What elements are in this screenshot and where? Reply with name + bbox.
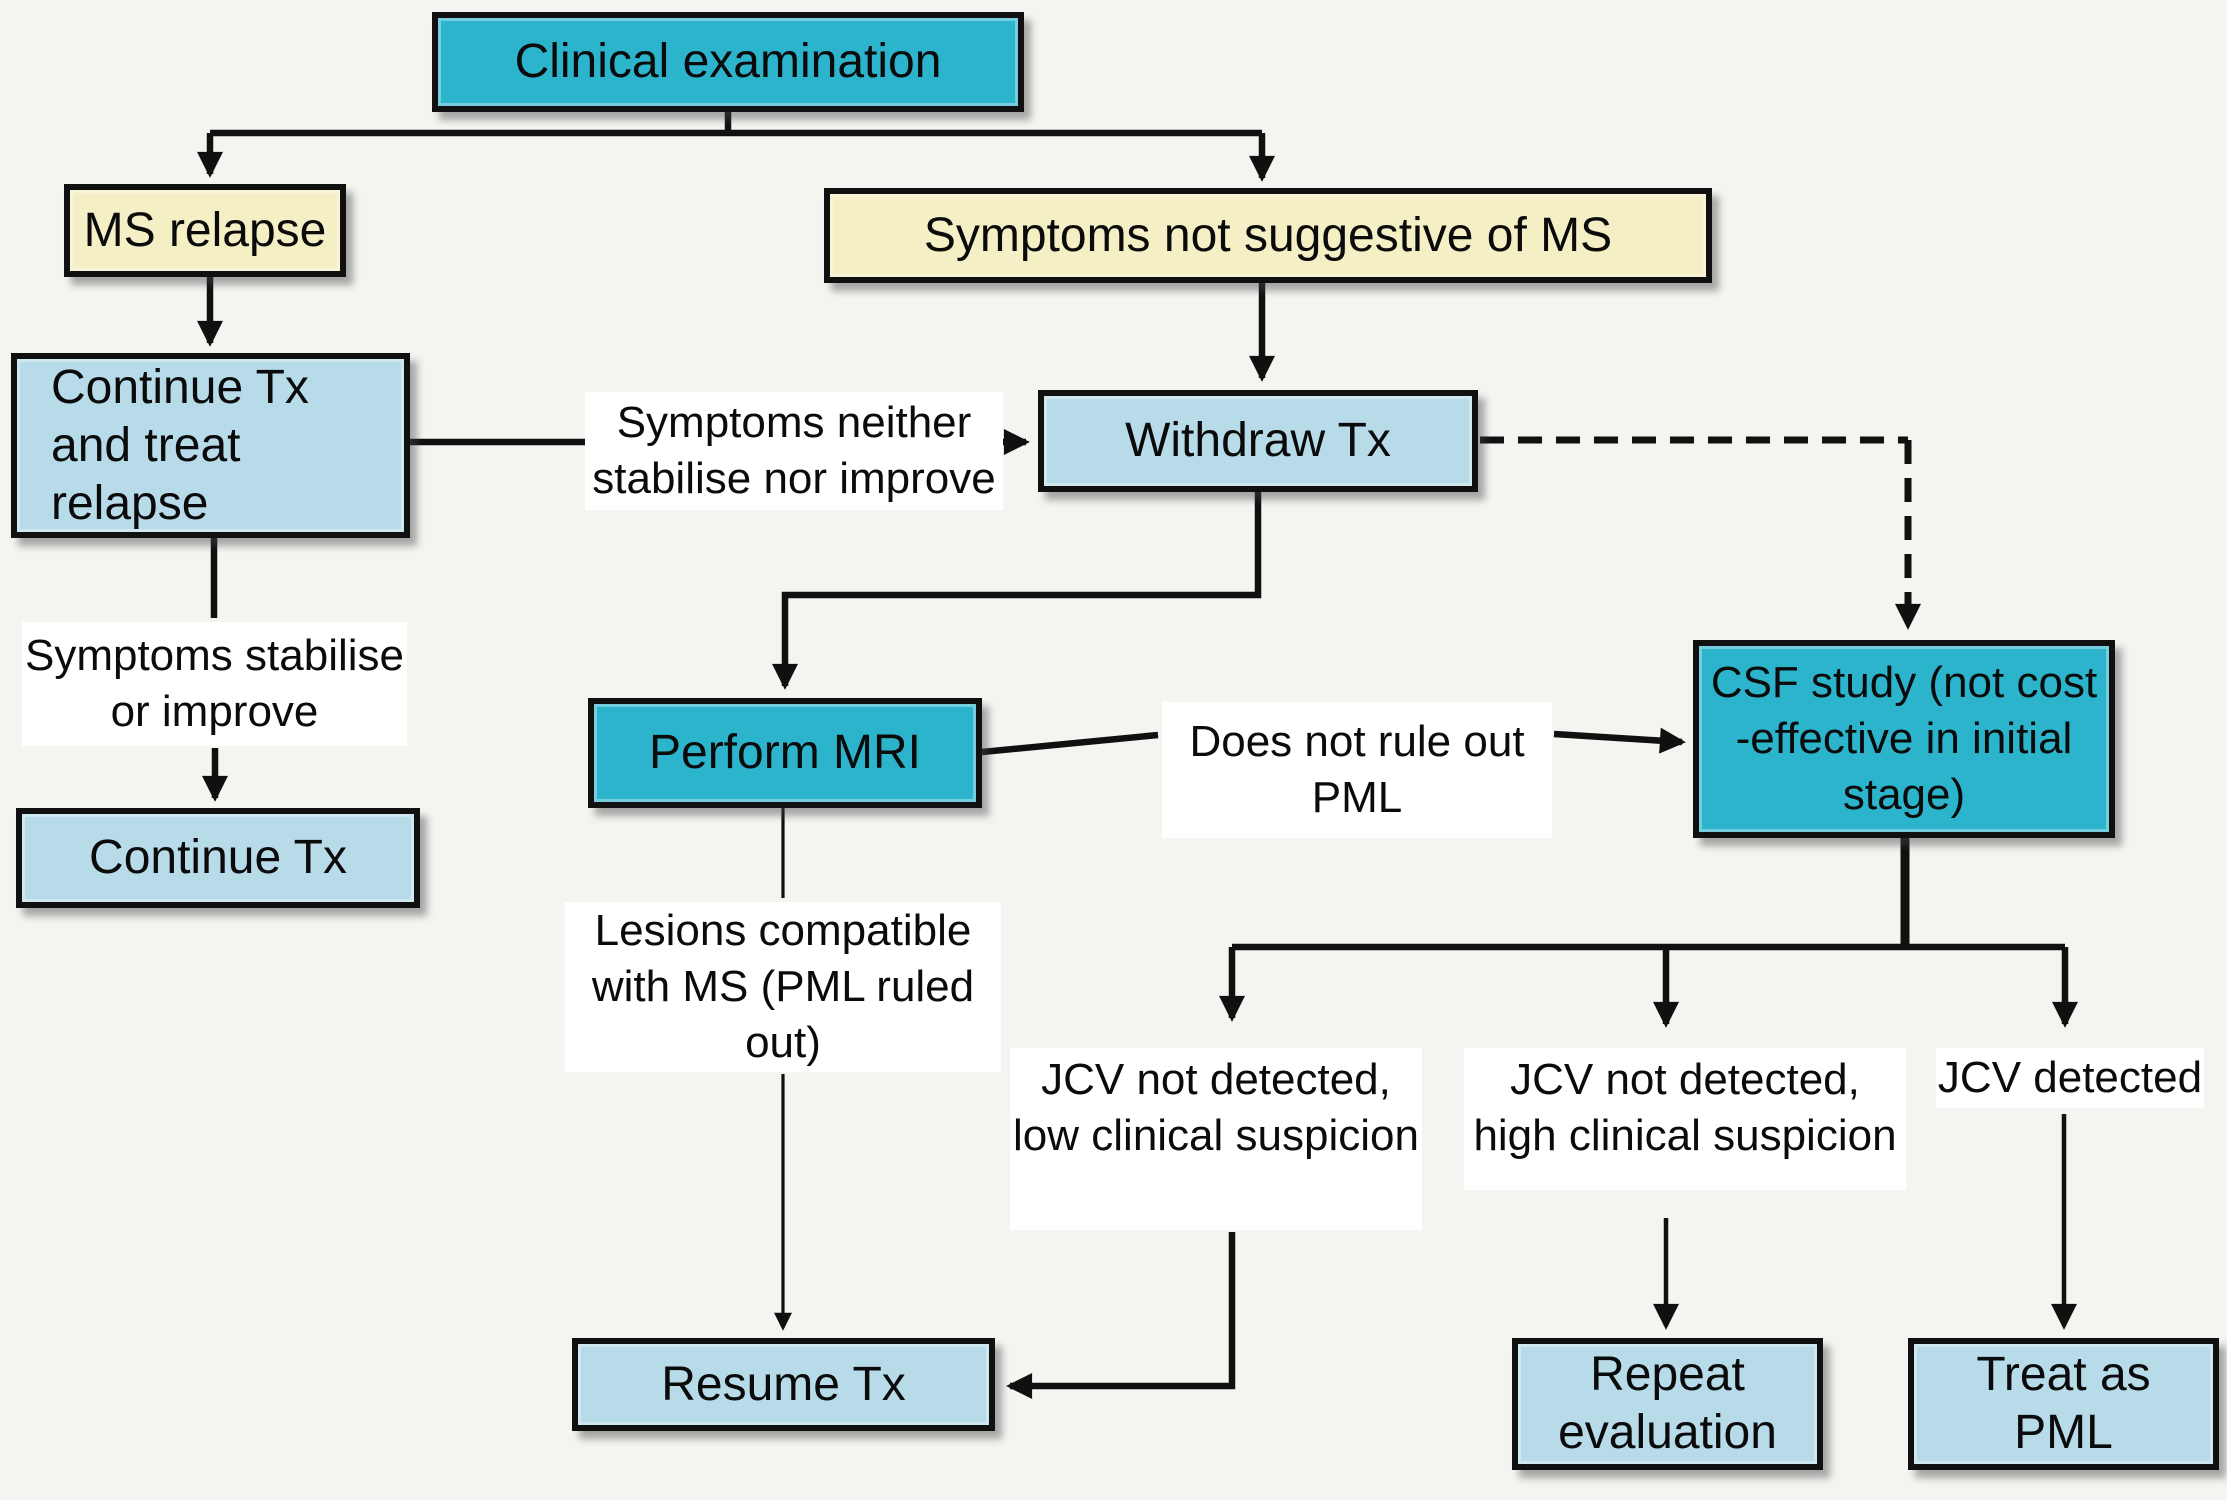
edge-label-csf [1553,727,1686,754]
label-jcv-detected: JCV detected [1936,1048,2204,1108]
node-withdraw-tx: Withdraw Tx [1038,390,1478,492]
node-resume-tx: Resume Tx [572,1338,995,1431]
node-treat-as-pml: Treat as PML [1908,1338,2219,1470]
node-csf-study: CSF study (not cost -effective in initia… [1693,640,2115,838]
edge-mri-label [981,731,1159,756]
edge-withdraw-mri [772,490,1262,690]
node-symptoms-not-suggestive: Symptoms not suggestive of MS [824,188,1712,283]
node-perform-mri: Perform MRI [588,698,982,808]
label-symptoms-stabilise: Symptoms stabilise or improve [22,622,407,746]
label-does-not-rule-out-pml: Does not rule out PML [1162,702,1552,838]
label-lesions-compatible: Lesions compatible with MS (PML ruled ou… [565,902,1001,1072]
node-clinical-examination: Clinical examination [432,12,1024,112]
node-continue-tx-treat-relapse: Continue Tx and treat relapse [11,353,410,538]
node-ms-relapse: MS relapse [64,184,346,277]
node-continue-tx: Continue Tx [16,808,420,908]
node-repeat-evaluation: Repeat evaluation [1512,1338,1823,1470]
label-jcv-not-detected-high: JCV not detected, high clinical suspicio… [1464,1048,1906,1190]
edge-low-resume [1006,1232,1236,1399]
label-symptoms-neither: Symptoms neither stabilise nor improve [585,392,1003,510]
label-jcv-not-detected-low: JCV not detected, low clinical suspicion [1010,1048,1422,1230]
